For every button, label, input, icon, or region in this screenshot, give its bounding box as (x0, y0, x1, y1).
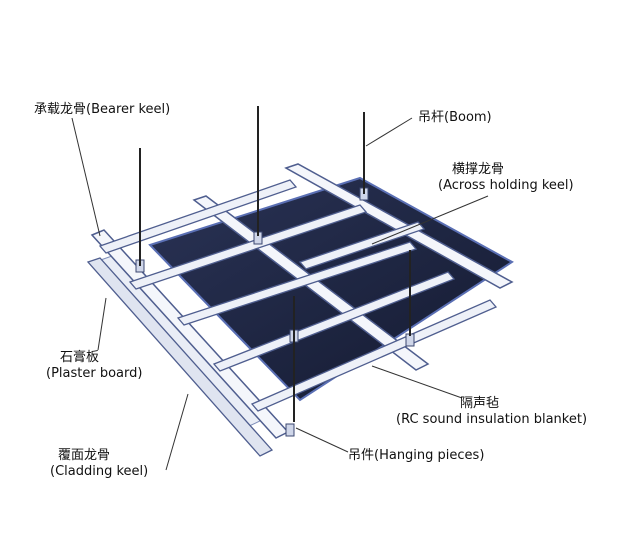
label-blanket-en: (RC sound insulation blanket) (396, 412, 588, 427)
label-bearer-keel-text: 承载龙骨(Bearer keel) (34, 102, 171, 117)
label-bearer-keel: 承载龙骨(Bearer keel) (34, 102, 170, 118)
leader-hanging (295, 427, 349, 453)
leader-boom (365, 117, 413, 147)
label-blanket-cn: 隔声毡 (460, 396, 500, 411)
label-plaster-cn: 石膏板 (60, 350, 100, 365)
leader-lines (71, 117, 489, 471)
leader-across-keel (371, 195, 489, 245)
across-keel (212, 271, 456, 372)
label-plaster-board: 石膏板 (Plaster board) (46, 350, 142, 382)
label-cladding-keel: 覆面龙骨 (Cladding keel) (50, 448, 148, 480)
booms (139, 106, 411, 422)
label-across-keel-en: (Across holding keel) (438, 178, 574, 193)
cladding-keel-front (86, 257, 274, 457)
label-boom-text: 吊杆(Boom) (418, 110, 492, 125)
across-keel (176, 241, 418, 326)
leader-cladding (165, 393, 189, 471)
across-keel (298, 221, 426, 270)
label-across-keel-cn: 横撑龙骨 (452, 162, 505, 177)
label-sound-blanket: 隔声毡 (RC sound insulation blanket) (396, 396, 587, 428)
label-hanging-pieces: 吊件(Hanging pieces) (348, 448, 484, 464)
label-across-keel: 横撑龙骨 (Across holding keel) (438, 162, 574, 194)
leader-plaster (97, 297, 107, 351)
across-keel (98, 179, 298, 254)
leader-blanket (371, 365, 463, 399)
label-boom: 吊杆(Boom) (418, 110, 492, 126)
leader-bearer-keel (71, 117, 101, 237)
label-cladding-en: (Cladding keel) (50, 464, 149, 479)
hanging-piece (285, 423, 295, 437)
across-keel (128, 204, 368, 290)
label-plaster-en: (Plaster board) (46, 366, 143, 381)
across-holding-keels (98, 179, 498, 412)
label-cladding-cn: 覆面龙骨 (58, 448, 111, 463)
label-hanging-text: 吊件(Hanging pieces) (348, 448, 485, 463)
bearer-keel (284, 163, 514, 289)
